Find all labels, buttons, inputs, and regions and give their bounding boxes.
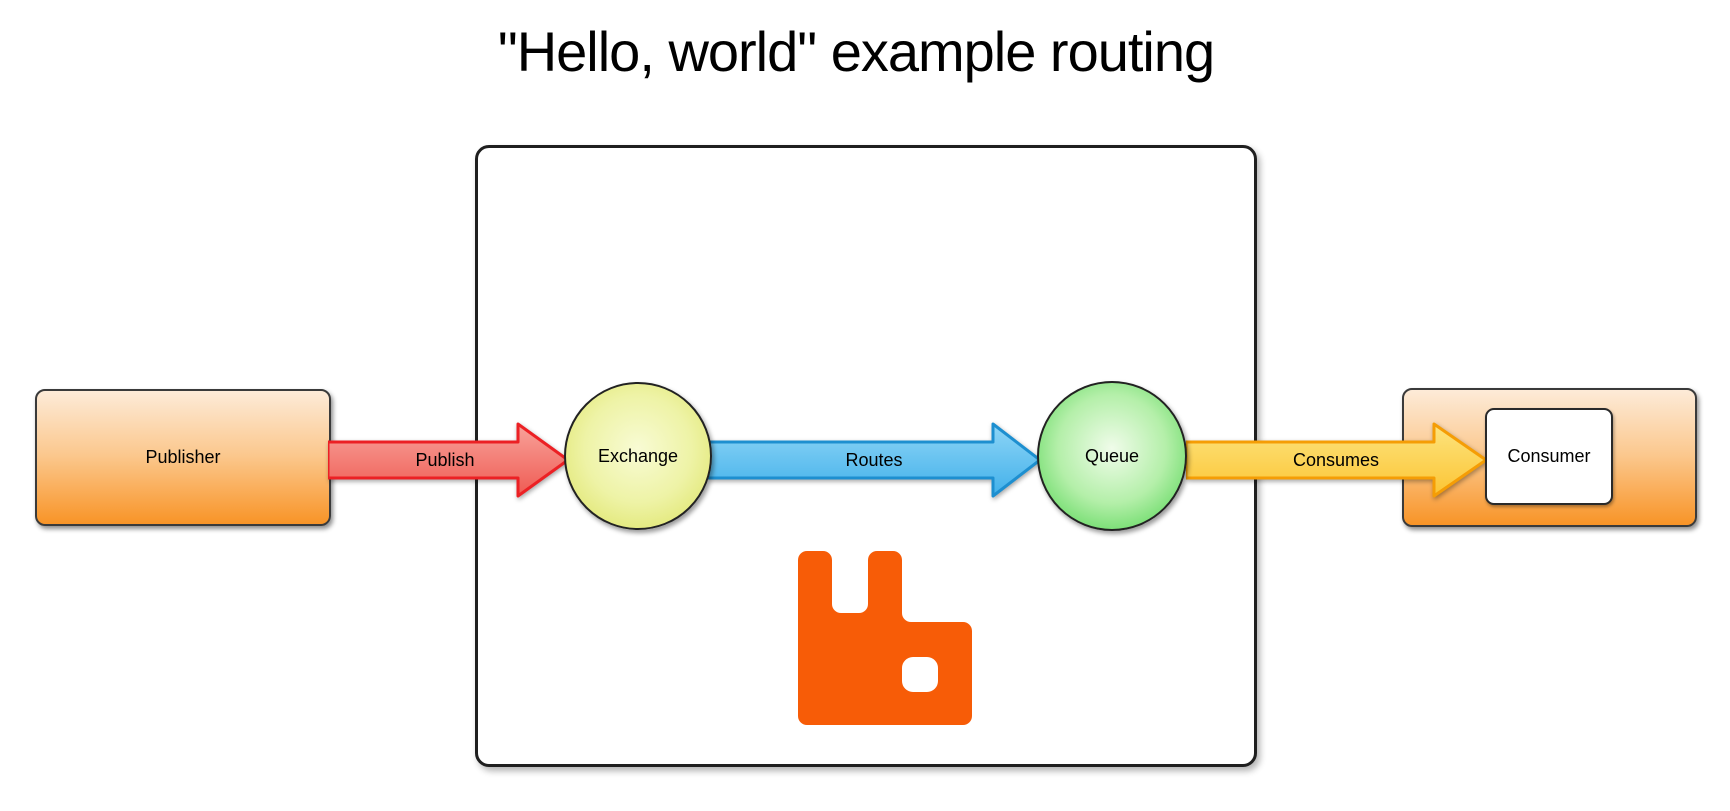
publish-arrow-label: Publish [415,450,475,470]
publish-arrow [328,422,568,498]
consumer-inner-box: Consumer [1485,408,1613,505]
consumes-arrow-label: Consumes [1292,450,1380,470]
rabbitmq-logo-path [798,551,972,725]
consumes-arrow-shape [1186,422,1486,498]
routes-arrow-label: Routes [845,450,903,470]
routes-arrow [708,422,1040,498]
consumer-label: Consumer [1507,446,1591,466]
exchange-node: Exchange [564,382,712,530]
routes-arrow-shape [708,422,1040,498]
consumes-arrow [1186,422,1486,498]
diagram-title: "Hello, world" example routing [497,20,1215,83]
publisher-node: Publisher [35,389,331,526]
publisher-label: Publisher [145,447,221,467]
queue-label: Queue [1084,445,1140,466]
exchange-label: Exchange [597,445,679,466]
queue-node: Queue [1037,381,1187,531]
publish-arrow-shape [328,422,568,498]
rabbitmq-logo-icon [798,551,972,725]
